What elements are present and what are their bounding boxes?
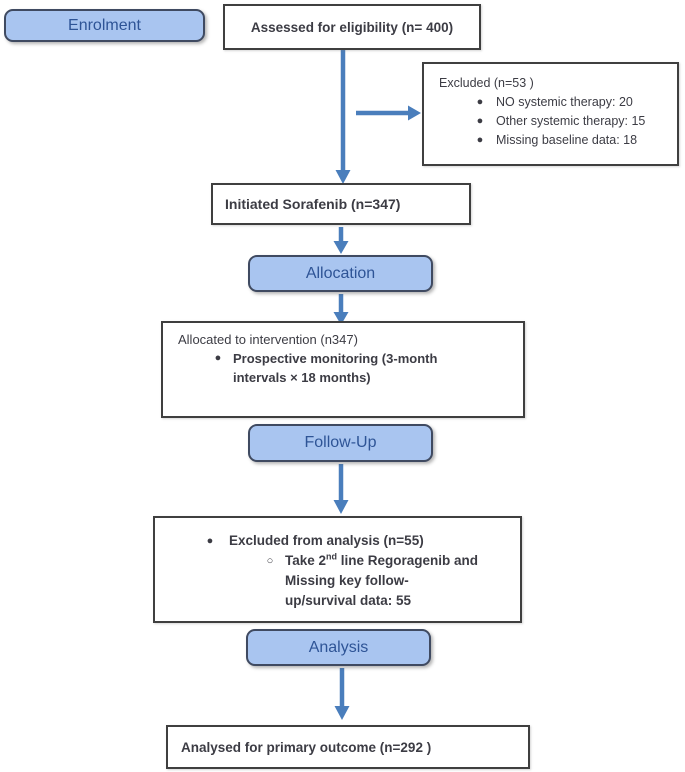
subitem-prefix: Take 2 [285,553,327,568]
excluded-analysis-subitem-text: Take 2nd line Regoragenib and Missing ke… [285,551,480,611]
excluded-from-analysis-box: ● Excluded from analysis (n=55) ○ Take 2… [153,516,522,623]
analysis-label: Analysis [308,638,369,656]
bullet-icon: ● [476,115,484,127]
allocated-intervention-box: Allocated to intervention (n347) ● Prosp… [161,321,525,418]
enrolment-label: Enrolment [68,16,141,34]
excluded-analysis-title-row: ● Excluded from analysis (n=55) [155,531,520,551]
prospective-monitoring-text: Prospective monitoring (3-month interval… [233,351,438,385]
initiated-sorafenib-text: Initiated Sorafenib (n=347) [225,196,401,212]
arrow-initiated-to-allocation [333,227,349,254]
analysed-outcome-text: Analysed for primary outcome (n=292 ) [181,739,432,755]
arrow-branch-to-excluded [356,105,421,121]
arrow-analysis-to-analysed [334,668,350,720]
assessed-eligibility-box: Assessed for eligibility (n= 400) [223,4,481,50]
excluded-item-text: Missing baseline data: 18 [496,133,638,147]
stage-label-enrolment: Enrolment [4,9,205,42]
allocated-intervention-text: Allocated to intervention (n347) [178,332,358,347]
excluded-item-text: NO systemic therapy: 20 [496,95,633,109]
allocated-bullet-row: ● Prospective monitoring (3-month interv… [163,349,523,387]
circle-bullet-icon: ○ [266,555,274,567]
excluded-item: ● Other systemic therapy: 15 [424,112,677,131]
allocation-label: Allocation [305,264,376,282]
excluded-analysis-title: Excluded from analysis (n=55) [229,533,424,548]
stage-label-allocation: Allocation [248,255,433,292]
assessed-eligibility-text: Assessed for eligibility (n= 400) [250,19,454,35]
excluded-box: Excluded (n=53 ) ● NO systemic therapy: … [422,62,679,166]
subitem-superscript: nd [326,551,338,562]
follow-up-label: Follow-Up [304,434,377,451]
analysed-outcome-box: Analysed for primary outcome (n=292 ) [166,725,530,769]
bullet-icon: ● [476,96,484,108]
subitem-suffix: line Regoragenib and Missing key follow-… [285,553,479,608]
excluded-item: ● Missing baseline data: 18 [424,131,677,150]
excluded-title: Excluded (n=53 ) [439,76,534,90]
excluded-item: ● NO systemic therapy: 20 [424,93,677,112]
stage-label-analysis: Analysis [246,629,431,666]
bullet-icon: ● [206,535,214,547]
initiated-sorafenib-box: Initiated Sorafenib (n=347) [211,183,471,225]
arrow-followup-to-excluded-analysis [333,464,349,514]
excluded-analysis-subitem-row: ○ Take 2nd line Regoragenib and Missing … [155,551,520,611]
arrow-assessed-to-initiated [335,50,351,184]
bullet-icon: ● [214,352,222,364]
excluded-item-text: Other systemic therapy: 15 [496,114,646,128]
bullet-icon: ● [476,134,484,146]
stage-label-follow-up: Follow-Up [248,424,433,462]
